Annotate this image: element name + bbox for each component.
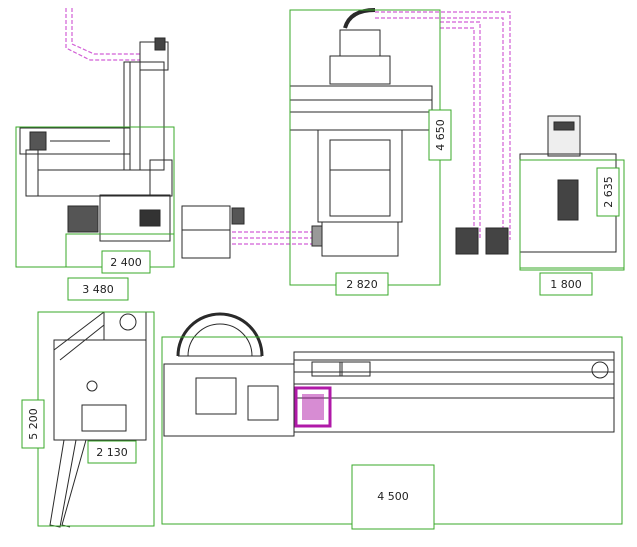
dimension-3480: 3 480	[67, 277, 129, 301]
dimension-5200: 5 200	[21, 399, 45, 449]
dimension-2400-text: 2 400	[110, 256, 142, 269]
long-processing-machine	[163, 312, 615, 437]
dimension-2635-text: 2 635	[602, 176, 615, 208]
dimension-4500: 4 500	[351, 464, 435, 530]
highlighted-component	[294, 386, 332, 428]
dimension-2130-text: 2 130	[96, 446, 128, 459]
dimension-4500-text: 4 500	[377, 490, 409, 503]
dimension-1800-text: 1 800	[550, 278, 582, 291]
dimension-2130: 2 130	[87, 440, 137, 464]
dimension-4650-text: 4 650	[434, 119, 447, 151]
dimension-2820: 2 820	[335, 272, 389, 296]
hopper-machine	[49, 311, 147, 528]
feeder-machine-group	[19, 37, 245, 259]
fan-units	[455, 227, 509, 255]
dimension-1800: 1 800	[539, 272, 593, 296]
dimension-2635: 2 635	[596, 167, 620, 217]
right-cabinet-unit	[519, 115, 617, 253]
pink-ducts	[65, 8, 511, 245]
central-tower-unit	[289, 8, 433, 257]
dimension-3480-text: 3 480	[82, 283, 114, 296]
dimension-2820-text: 2 820	[346, 278, 378, 291]
dimension-5200-text: 5 200	[27, 408, 40, 440]
dimension-2400: 2 400	[101, 250, 151, 274]
dimension-4650: 4 650	[428, 109, 452, 161]
